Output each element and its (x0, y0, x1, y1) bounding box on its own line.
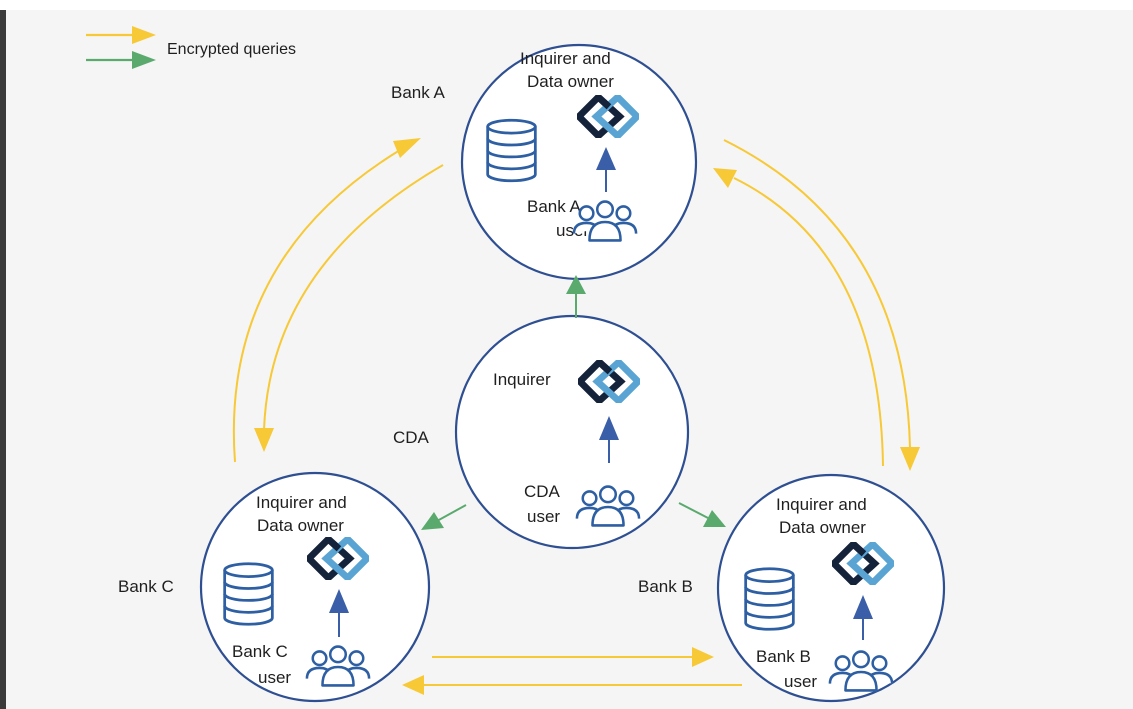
arrow-cda-to-b-head (703, 510, 726, 527)
legend-green-arrowhead (132, 51, 156, 69)
legend-yellow-arrowhead (132, 26, 156, 44)
bank-a-user-line1: Bank A (527, 197, 582, 216)
arrow-c-to-a-head (393, 138, 421, 158)
bank-a-name: Bank A (391, 83, 446, 102)
bank-b-role-line2: Data owner (779, 518, 866, 537)
bank-b-circle (716, 473, 946, 703)
legend-label: Encrypted queries (167, 41, 296, 58)
bank-c-name: Bank C (118, 577, 174, 596)
arrow-a-to-c-line (263, 164, 444, 431)
arrow-b-to-c-head (402, 675, 424, 695)
arrow-a-to-b-line (723, 139, 911, 449)
user-arrow-head (596, 147, 616, 170)
bank-b-user-line1: Bank B (756, 647, 811, 666)
cda-role: Inquirer (493, 370, 551, 389)
arrow-b-to-a-line (733, 177, 884, 467)
left-border (0, 10, 6, 709)
arrow-c-to-b-head (692, 647, 714, 667)
bank-c-node: Bank C Inquirer and Data owner Bank C us… (118, 493, 371, 687)
bank-b-name: Bank B (638, 577, 693, 596)
cda-arrows (421, 275, 726, 530)
bank-b-role-line1: Inquirer and (776, 495, 867, 514)
bank-a-circle (460, 43, 698, 281)
bank-c-role-line1: Inquirer and (256, 493, 347, 512)
arrow-b-to-a-head (713, 168, 737, 188)
bank-b-user-line2: user (784, 672, 817, 691)
cda-node: CDA Inquirer CDA user (393, 362, 641, 527)
user-arrow-head (329, 589, 349, 613)
arrow-cda-to-a-head (566, 275, 586, 294)
bank-b-node: Bank B Inquirer and Data owner Bank B us… (638, 495, 892, 692)
bank-c-role-line2: Data owner (257, 516, 344, 535)
arrow-a-to-b-head (900, 447, 920, 471)
bank-c-user-line1: Bank C (232, 642, 288, 661)
user-arrow-head (599, 416, 619, 440)
cda-circle (454, 314, 690, 550)
arrow-c-to-a-line (232, 149, 401, 463)
cda-user-line1: CDA (524, 482, 561, 501)
encrypted-query-arrows (232, 138, 920, 695)
bank-c-circle (199, 471, 431, 703)
bank-a-role-line1: Inquirer and (520, 49, 611, 68)
bank-a-node: Bank A Inquirer and Data owner Bank A us… (391, 49, 637, 242)
arrow-a-to-c-head (254, 428, 274, 452)
user-arrow-head (853, 595, 873, 619)
bank-c-user-line2: user (258, 668, 291, 687)
arrow-cda-to-c-head (421, 512, 444, 530)
arrow-cda-to-b-line (678, 502, 709, 519)
bank-a-role-line2: Data owner (527, 72, 614, 91)
cda-user-line2: user (527, 507, 560, 526)
cda-name: CDA (393, 428, 430, 447)
arrow-cda-to-c-line (436, 504, 467, 522)
legend: Encrypted queries (86, 26, 296, 69)
